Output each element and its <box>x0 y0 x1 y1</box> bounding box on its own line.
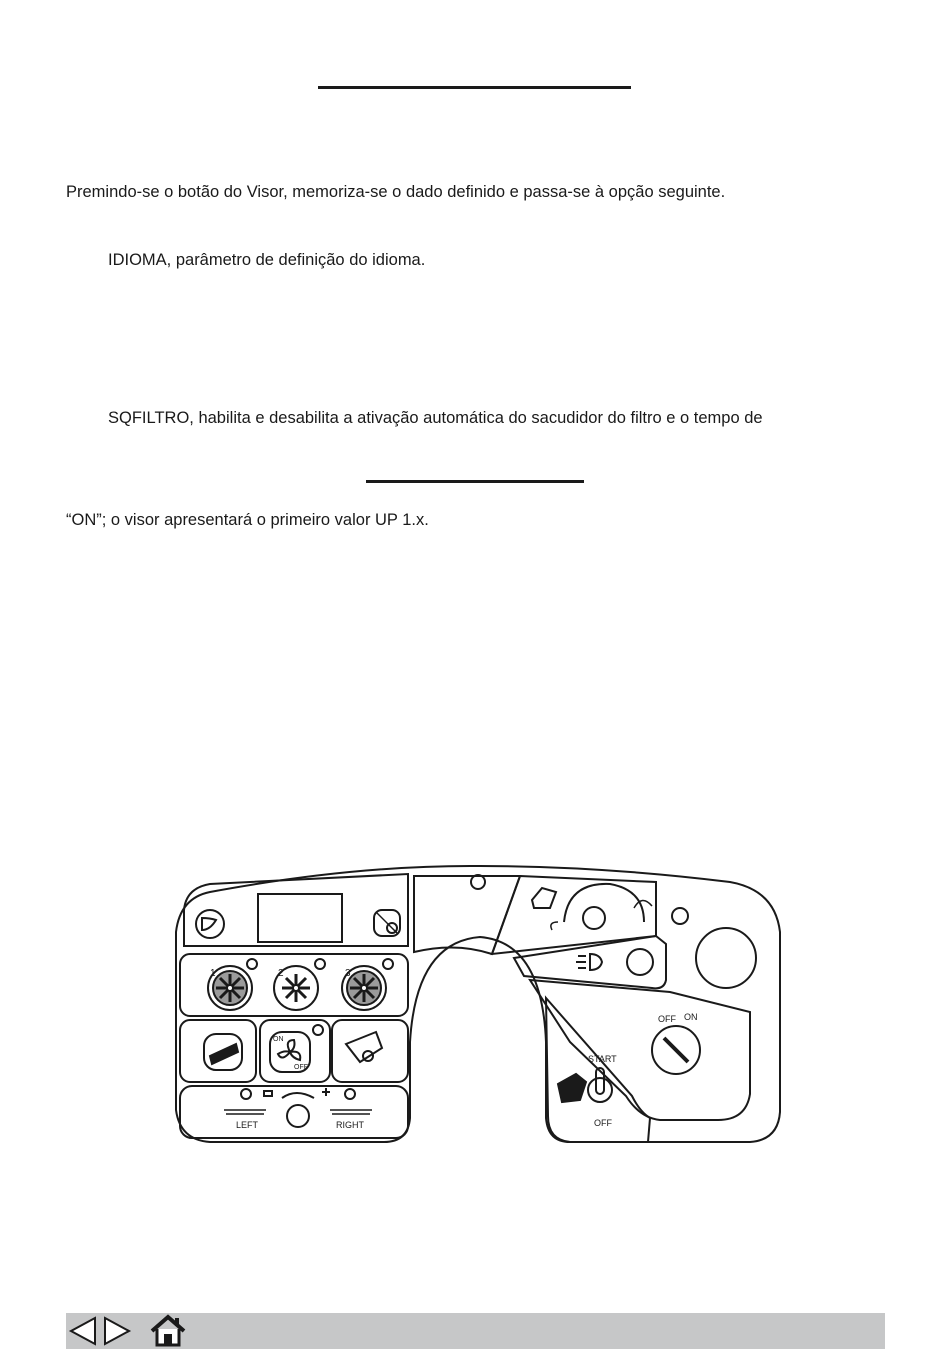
fan-toggle-led <box>312 1024 324 1036</box>
fan-toggle-icon <box>276 1038 302 1062</box>
fan-toggle-off-label: OFF <box>294 1064 308 1071</box>
right-label: RIGHT <box>336 1120 365 1130</box>
aux-box-2 <box>259 1019 331 1083</box>
left-top-box <box>183 872 409 947</box>
fan-button-3 <box>341 965 387 1011</box>
fan-led-1 <box>246 958 258 970</box>
dump-gauge <box>563 882 645 923</box>
center-top-led <box>470 874 486 890</box>
aux-box-3 <box>331 1019 409 1083</box>
lights-knob <box>626 948 654 976</box>
home-button[interactable] <box>148 1313 188 1349</box>
idioma-item: IDIOMA, parâmetro de definição do idioma… <box>108 251 426 269</box>
horn-speaker <box>695 927 757 989</box>
display-window <box>257 893 343 943</box>
home-icon <box>150 1314 186 1347</box>
fan-button-2 <box>273 965 319 1011</box>
next-page-button[interactable] <box>100 1313 134 1349</box>
right-brush-icon <box>330 1109 372 1115</box>
lights-segment <box>512 934 667 990</box>
engine-icon <box>556 1072 588 1104</box>
brush-timer-icon <box>386 922 398 934</box>
on-note: “ON”; o visor apresentará o primeiro val… <box>66 511 429 529</box>
dump-lift-icon <box>633 899 653 909</box>
fan-toggle-button <box>269 1031 311 1073</box>
key-off-label: OFF <box>658 1014 676 1024</box>
brush-adjust-box <box>179 1085 409 1139</box>
start-label: START <box>588 1054 617 1064</box>
intro-paragraph: Premindo-se o botão do Visor, memoriza-s… <box>66 183 726 201</box>
sqfiltro-item: SQFILTRO, habilita e desabilita a ativaç… <box>108 409 763 427</box>
start-off-label: OFF <box>594 1118 612 1128</box>
left-brush-led <box>240 1088 252 1100</box>
panel-outline <box>175 865 781 1143</box>
right-upper-segment <box>413 875 522 956</box>
dump-segment <box>490 874 657 956</box>
brush-led <box>362 1050 374 1062</box>
dump-return-icon <box>550 921 559 931</box>
dump-knob <box>582 906 606 930</box>
aux-button-1 <box>203 1033 243 1071</box>
headlight-icon <box>576 952 604 972</box>
plus-sign <box>322 1088 330 1096</box>
ignition-key-switch <box>651 1025 701 1075</box>
ignition-key-slot <box>662 1036 690 1064</box>
start-segment <box>544 995 652 1143</box>
upper-right-led <box>671 907 689 925</box>
left-brush-icon <box>224 1109 266 1115</box>
fan-led-2 <box>314 958 326 970</box>
start-toggle-base <box>587 1077 613 1103</box>
control-panel-illustration: 1 2 3 ON OFF LEFT RIGHT OFF ON START OFF <box>175 865 781 1143</box>
top-rule <box>318 86 631 89</box>
prev-page-button[interactable] <box>66 1313 100 1349</box>
footer-bar <box>66 1313 885 1349</box>
brush-icon <box>344 1030 384 1064</box>
start-toggle-lever <box>595 1067 605 1095</box>
horn-icon <box>201 916 218 932</box>
pressure-arc <box>281 1092 315 1099</box>
left-label: LEFT <box>236 1120 259 1130</box>
right-brush-led <box>344 1088 356 1100</box>
aux-box-1 <box>179 1019 257 1083</box>
brush-timer-slash <box>375 911 399 935</box>
fan-label-2: 2 <box>278 968 284 979</box>
arrow-right-icon <box>104 1316 132 1346</box>
minus-sign <box>263 1090 273 1097</box>
horn-button <box>195 909 225 939</box>
middle-rule <box>366 480 584 483</box>
fan-toggle-on-label: ON <box>273 1036 284 1043</box>
fan-led-3 <box>382 958 394 970</box>
key-on-label: ON <box>684 1012 698 1022</box>
brush-adjust-knob <box>286 1104 310 1128</box>
key-segment <box>528 978 751 1121</box>
fan-label-1: 1 <box>210 968 216 979</box>
dump-icon <box>530 886 558 909</box>
aux-icon-1 <box>208 1042 240 1066</box>
fan-button-1 <box>207 965 253 1011</box>
fan-label-3: 3 <box>345 968 351 979</box>
brush-timer-button <box>373 909 401 937</box>
fans-box <box>179 953 409 1017</box>
arrow-left-icon <box>68 1316 96 1346</box>
